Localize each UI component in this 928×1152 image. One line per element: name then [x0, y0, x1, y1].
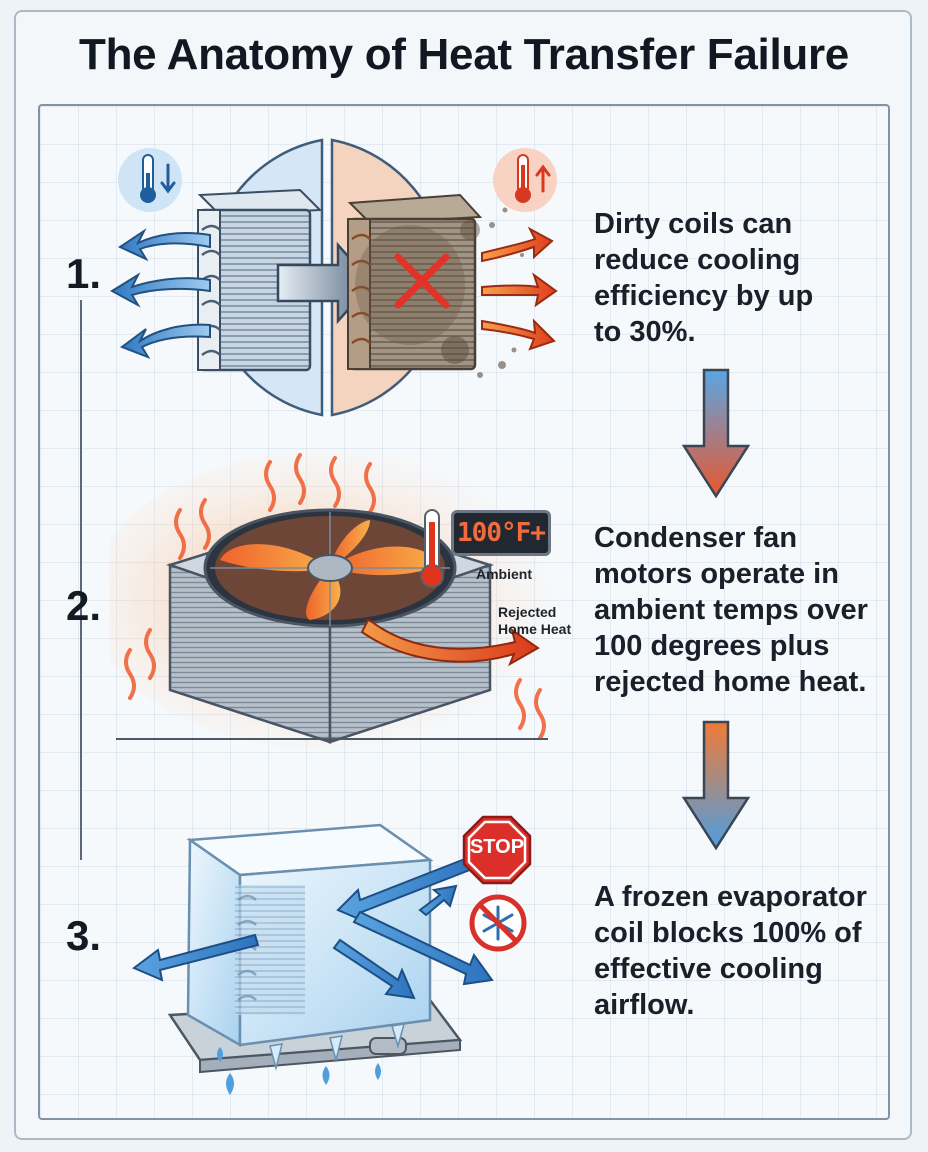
cool-airflow-arrows — [110, 228, 211, 359]
water-drop-icon — [217, 1047, 381, 1095]
step-1-line-3: efficiency by up — [594, 280, 814, 312]
hot-airflow-arrows — [481, 226, 558, 351]
condenser-unit-illustration — [110, 450, 570, 750]
step-number-2: 2. — [66, 582, 102, 629]
dust-particles — [477, 207, 524, 378]
stop-sign-icon — [462, 815, 532, 885]
rejected-heat-label-line-1: Rejected — [498, 604, 557, 620]
rejected-heat-label-line-2: Home Heat — [498, 621, 572, 637]
flow-arrow-down-1 — [681, 368, 751, 499]
rejected-heat-arrow — [360, 618, 540, 667]
flow-arrow-down-2 — [681, 720, 751, 851]
fan-icon — [203, 508, 457, 628]
ground-line — [116, 738, 548, 740]
step-number-3: 3. — [66, 912, 102, 959]
step-3-line-3: effective cooling — [594, 953, 823, 985]
step-3-line-2: coil blocks 100% of — [594, 917, 862, 949]
blocked-airflow-arrows — [132, 853, 494, 1000]
x-mark-icon — [394, 253, 450, 309]
dirty-coil — [347, 193, 483, 371]
no-cold-icon — [469, 894, 527, 952]
step-2-line-4: 100 degrees plus — [594, 630, 830, 662]
temperature-reading: 100°F+ — [457, 518, 546, 548]
thermometer-up-icon — [493, 148, 557, 212]
rejected-heat-label: Rejected Home Heat — [498, 604, 571, 638]
step-number-1: 1. — [66, 250, 102, 297]
temperature-display: 100°F+ — [451, 510, 551, 556]
step-3-line-4: airflow. — [594, 989, 695, 1021]
step-1-line-1: Dirty coils can — [594, 208, 793, 240]
dirty-coil-illustration — [110, 138, 558, 417]
step-1-line-4: to 30%. — [594, 316, 696, 348]
step-1-description: Dirty coils can reduce cooling efficienc… — [594, 206, 813, 350]
stop-sign-text: STOP — [469, 836, 525, 858]
heat-waves — [124, 453, 546, 740]
drain-pipe — [369, 1037, 407, 1055]
ambient-label: Ambient — [476, 566, 532, 582]
step-3-description: A frozen evaporator coil blocks 100% of … — [594, 879, 867, 1023]
step-2-line-1: Condenser fan — [594, 522, 798, 554]
page-title: The Anatomy of Heat Transfer Failure — [79, 30, 849, 79]
step-2-line-3: ambient temps over — [594, 594, 868, 626]
frozen-coil-fins — [235, 885, 305, 1015]
icicles — [269, 1023, 406, 1071]
step-2-description: Condenser fan motors operate in ambient … — [594, 520, 868, 700]
step-1-line-2: reduce cooling — [594, 244, 801, 276]
thermometer-down-icon — [118, 148, 182, 212]
timeline-line — [80, 300, 82, 860]
thermometer-icon — [420, 509, 444, 588]
step-2-line-5: rejected home heat. — [594, 666, 867, 698]
step-3-line-1: A frozen evaporator — [594, 881, 867, 913]
step-2-line-2: motors operate in — [594, 558, 839, 590]
frozen-coil-illustration — [132, 823, 494, 1095]
